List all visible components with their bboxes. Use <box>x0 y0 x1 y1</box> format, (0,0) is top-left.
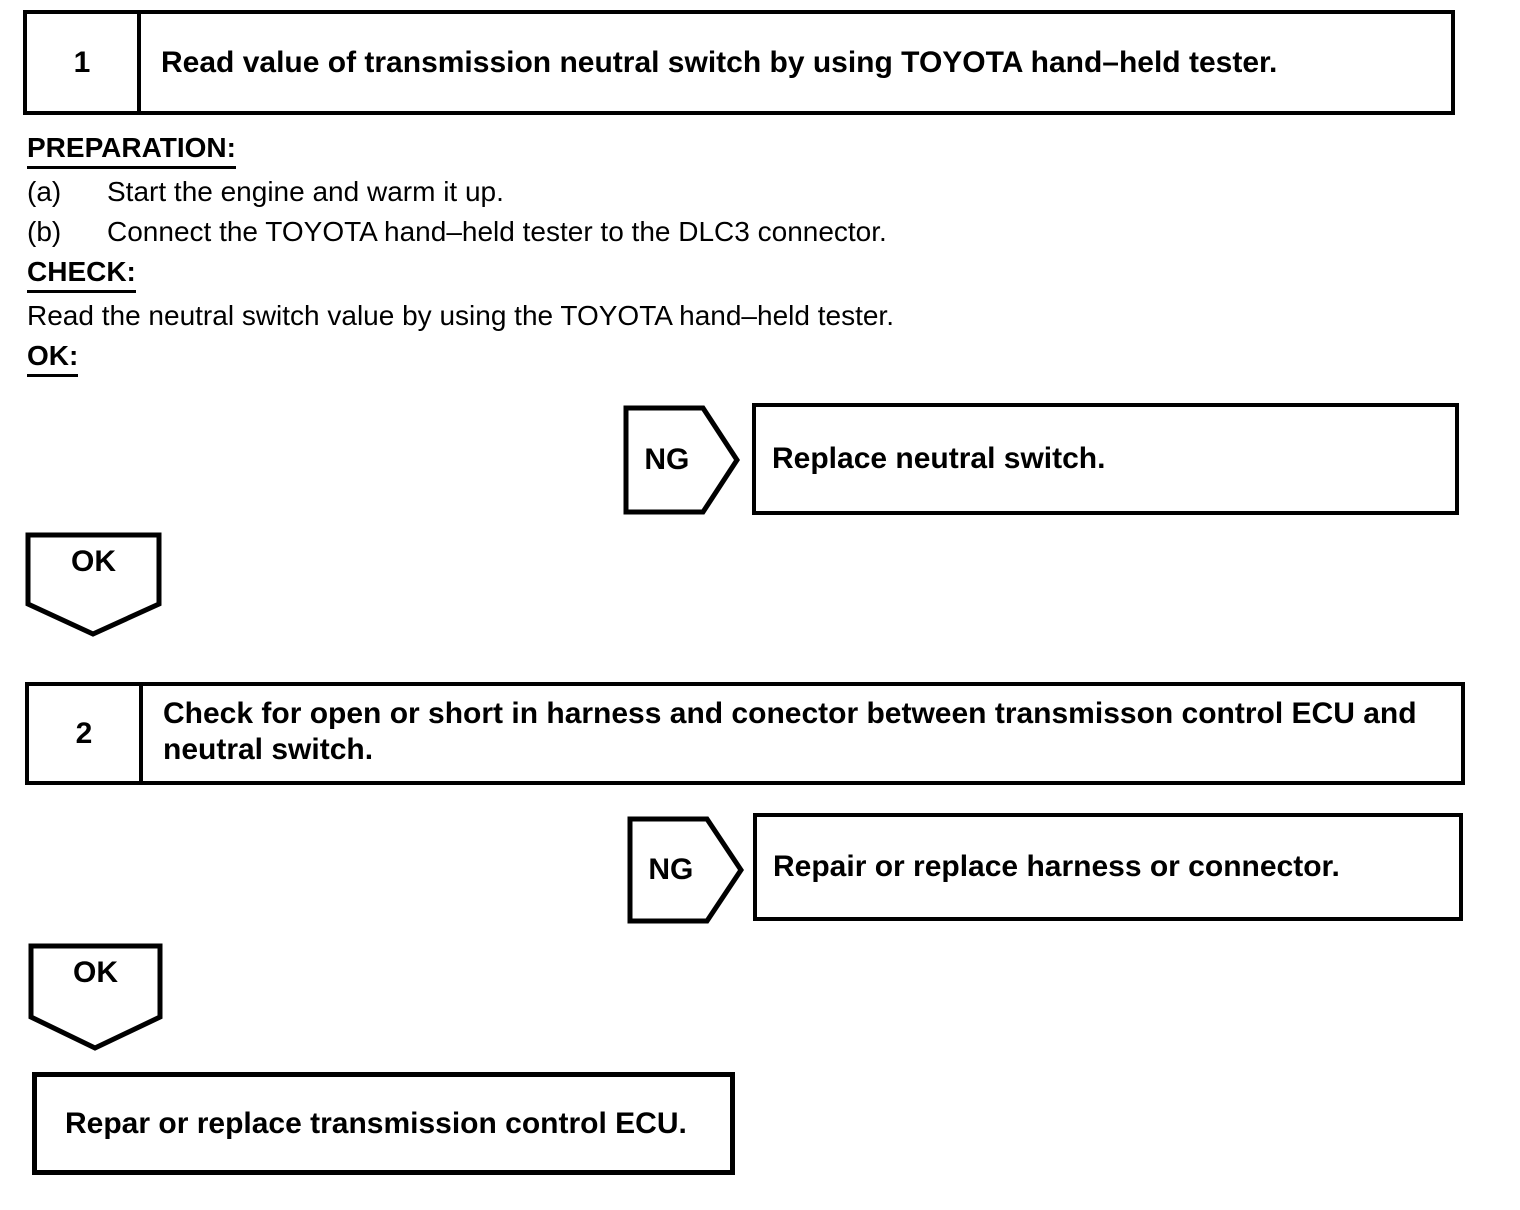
final-result-box: Repar or replace transmission control EC… <box>32 1072 735 1175</box>
ng-result-box-2: Repair or replace harness or connector. <box>753 813 1463 921</box>
item-a-text: Start the engine and warm it up. <box>107 176 504 207</box>
step-1-title: Read value of transmission neutral switc… <box>161 45 1278 79</box>
item-b-text: Connect the TOYOTA hand–held tester to t… <box>107 216 887 247</box>
step-1-box: 1 Read value of transmission neutral swi… <box>23 10 1455 115</box>
preparation-heading: PREPARATION: <box>27 128 1127 172</box>
ng-arrow-2: NG <box>627 816 744 924</box>
ng-label-1: NG <box>644 443 690 476</box>
item-b-marker: (b) <box>27 216 62 247</box>
check-text: Read the neutral switch value by using t… <box>27 300 894 331</box>
ok-arrow-1: OK <box>25 532 162 637</box>
instruction-text-block: PREPARATION: (a) Start the engine and wa… <box>27 128 1127 380</box>
ng-pentagon-icon <box>623 405 740 515</box>
step-2-box: 2 Check for open or short in harness and… <box>25 682 1465 785</box>
ok-label-1: OK <box>71 544 116 578</box>
ok-label-2: OK <box>73 955 118 989</box>
check-heading: CHECK: <box>27 252 1127 296</box>
preparation-item-b: (b) Connect the TOYOTA hand–held tester … <box>27 212 1127 252</box>
ng-label-2: NG <box>648 853 694 886</box>
ok-pentagon-icon <box>25 532 162 637</box>
item-a-marker: (a) <box>27 176 62 207</box>
ng-result-box-1: Replace neutral switch. <box>752 403 1459 515</box>
step-2-title: Check for open or short in harness and c… <box>163 697 1417 766</box>
ok-heading: OK: <box>27 336 1127 380</box>
step-2-number: 2 <box>29 686 143 781</box>
ok-arrow-2: OK <box>28 943 163 1051</box>
ng-arrow-1: NG <box>623 405 740 515</box>
step-1-number: 1 <box>27 14 141 111</box>
ok-pentagon-icon <box>28 943 163 1051</box>
ng-pentagon-icon <box>627 816 744 924</box>
preparation-item-a: (a) Start the engine and warm it up. <box>27 172 1127 212</box>
